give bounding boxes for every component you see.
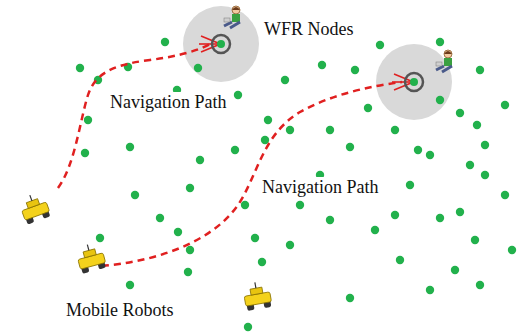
text-label: Mobile Robots [64,300,176,320]
sensor-dot [346,294,354,302]
sensor-dot [161,38,169,46]
sensor-dot [456,109,464,117]
sensor-dot [508,246,516,254]
sensor-dot [194,64,202,72]
sensor-dot [76,64,84,72]
sensor-dot [184,268,192,276]
text-label: Navigation Path [108,92,228,112]
sensor-dot [376,41,384,49]
sensor-dot [258,258,266,266]
person-icons [224,6,452,72]
sensor-dot [451,266,459,274]
sensor-dot [476,281,484,289]
mobile-robots [18,191,273,311]
navigation-paths [58,44,402,266]
sensor-dot [84,116,92,124]
sensor-dot [436,214,444,222]
sensor-dot [126,143,134,151]
sensor-dot [391,126,399,134]
navigation-path [58,44,210,188]
sensor-dot [326,126,334,134]
coverage-disc [376,44,452,120]
sensor-dot [281,76,289,84]
sensor-dot [481,171,489,179]
sensor-dot [231,146,239,154]
sensor-dot [186,246,194,254]
sensor-dot [186,184,194,192]
sensor-dot [436,38,444,46]
sensor-dot [466,161,474,169]
robot-icon [242,280,272,311]
robot-icon [18,191,52,225]
sensor-dot [296,201,304,209]
sensor-dot [326,216,334,224]
sensor-dot [481,141,489,149]
sensor-dot [414,146,422,154]
sensor-dot [426,286,434,294]
antenna-nodes [199,35,423,91]
sensor-dot [244,323,252,331]
sensor-dot [126,281,134,289]
text-label: WFR Nodes [262,19,356,39]
sensor-dot [318,61,326,69]
sensor-dot [96,234,104,242]
navigation-path [102,82,402,266]
sensor-dot [371,226,379,234]
sensor-dot [501,101,509,109]
sensor-dot [264,116,272,124]
robot-icon [75,241,107,274]
sensor-dot [286,241,294,249]
sensor-dot [436,96,444,104]
sensor-dot [234,91,242,99]
sensor-dot [346,143,354,151]
sensor-dot [396,256,404,264]
sensor-dot [241,201,249,209]
sensor-dot [473,121,481,129]
sensor-dot [251,234,259,242]
sensor-dot [406,181,414,189]
sensor-dots [76,26,516,331]
sensor-dot [351,66,359,74]
sensor-dot [174,228,182,236]
sensor-dot [476,66,484,74]
sensor-dot [156,214,164,222]
sensor-dot [471,236,479,244]
coverage-disc [183,6,259,82]
sensor-dot [426,151,434,159]
sensor-dot [364,104,372,112]
sensor-dot [391,211,399,219]
sensor-dot [196,156,204,164]
sensor-dot [81,149,89,157]
sensor-dot [501,191,509,199]
sensor-dot [286,126,294,134]
sensor-dot [456,208,464,216]
text-label: Navigation Path [260,177,380,197]
sensor-dot [131,191,139,199]
